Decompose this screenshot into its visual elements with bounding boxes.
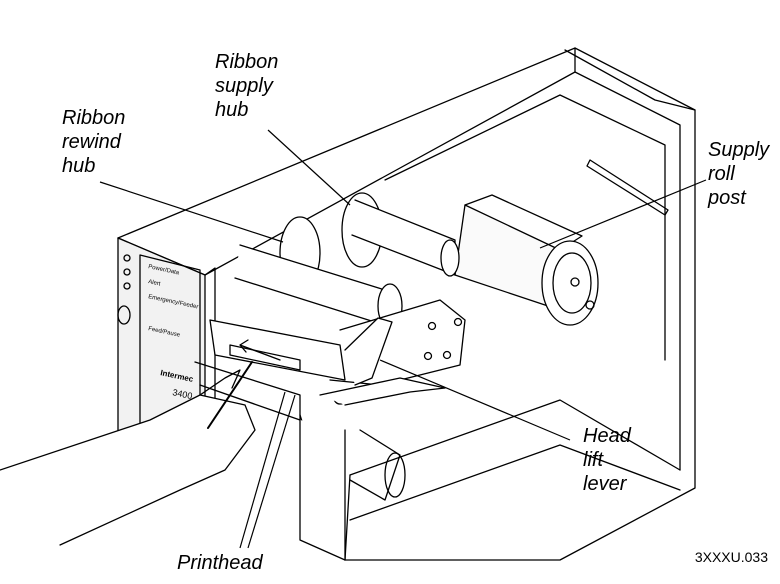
label-supply-roll-post: Supply roll post <box>708 139 770 209</box>
printhead-bar <box>229 344 301 371</box>
cabinet-right-face <box>574 71 681 471</box>
plate-screw-3 <box>423 351 433 361</box>
led-3 <box>123 282 131 290</box>
feed-button <box>117 305 131 325</box>
lower-roller-end <box>384 452 406 498</box>
operator-tool <box>207 361 253 429</box>
led-1 <box>123 254 131 262</box>
lever-arm <box>319 377 446 406</box>
operator-hand <box>0 394 256 546</box>
leader-printhead-1 <box>239 391 286 549</box>
operator-finger <box>199 369 241 396</box>
cabinet-top-lip <box>564 49 696 111</box>
supply-roll-cap-inner <box>552 252 592 314</box>
leader-supply-roll <box>539 179 707 249</box>
label-ribbon-rewind-hub: Ribbon rewind hub <box>62 107 126 177</box>
ribbon-supply-spindle-end <box>440 239 460 277</box>
cabinet-inner-frame <box>384 94 666 361</box>
leader-head-lift <box>379 359 571 441</box>
label-ribbon-supply-hub: Ribbon supply hub <box>215 51 279 121</box>
printhead-arrow <box>239 339 281 361</box>
led-2 <box>123 268 131 276</box>
label-printhead: Printhead <box>177 552 263 574</box>
cabinet-floor <box>349 399 681 476</box>
label-path <box>194 361 301 421</box>
lower-roller <box>349 429 401 501</box>
supply-roll-bolt-1 <box>570 277 580 287</box>
leader-ribbon-supply <box>267 129 351 206</box>
head-lift-lever <box>344 317 393 386</box>
printhead-carrier <box>209 319 346 381</box>
figure-reference: 3XXXU.033 <box>694 549 768 565</box>
label-head-lift-lever: Head lift lever <box>583 425 631 495</box>
leader-ribbon-rewind <box>99 181 284 243</box>
panel-model: 3400 <box>172 387 194 401</box>
panel-line-2: Alert <box>148 279 162 288</box>
cabinet-floor-front <box>349 444 681 521</box>
supply-roll-slot <box>586 159 669 216</box>
cabinet-base-edge <box>344 474 351 561</box>
plate-screw-4 <box>442 350 452 360</box>
leader-printhead-2 <box>247 394 296 549</box>
plate-screw-2 <box>453 317 463 327</box>
front-door <box>299 419 346 561</box>
supply-roll-cap <box>541 240 599 326</box>
supply-roll-bolt-2 <box>585 300 595 310</box>
plate-screw-1 <box>427 321 437 331</box>
